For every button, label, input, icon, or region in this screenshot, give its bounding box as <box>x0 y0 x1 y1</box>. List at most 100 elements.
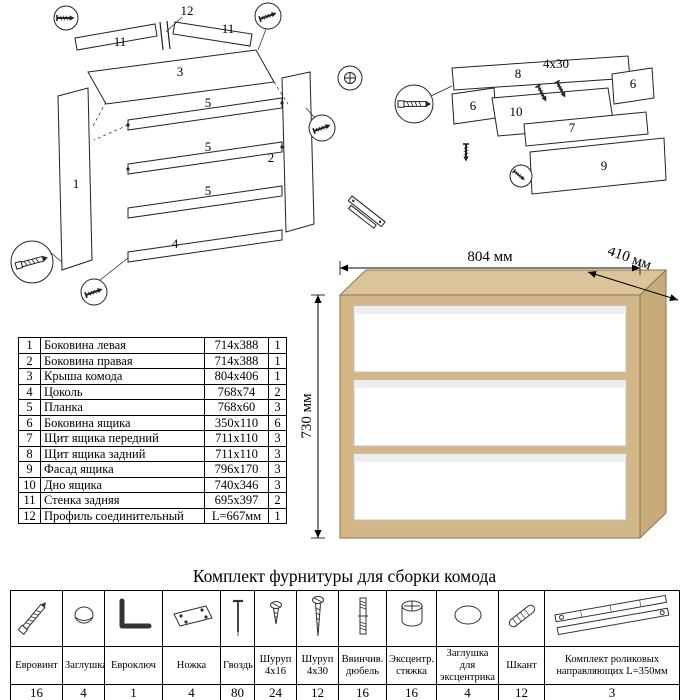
part-label-5b: 5 <box>205 139 212 154</box>
hardware-icon-cell <box>498 590 545 647</box>
part-size: 711x110 <box>204 445 269 462</box>
hardware-qty: 12 <box>296 684 339 700</box>
part-label-12: 12 <box>181 3 194 18</box>
drawer-runner-icon <box>347 195 386 229</box>
part-label-8: 8 <box>515 66 522 81</box>
part-size: 711x110 <box>204 430 269 447</box>
hardware-icon-cell <box>104 590 163 647</box>
rail-1 <box>127 97 283 131</box>
part-name: Боковина правая <box>40 352 205 369</box>
part-number: 5 <box>18 399 41 416</box>
screw-size-label: 4x30 <box>543 56 569 71</box>
back-panel-left <box>74 23 158 51</box>
dresser-rendering: 804 мм 410 мм 730 мм <box>299 248 679 540</box>
part-qty: 3 <box>268 461 287 478</box>
part-number: 7 <box>18 430 41 447</box>
callout-euroscrew-topleft <box>53 5 79 31</box>
callout-screw-bottom <box>80 257 129 306</box>
hardware-name: Евровинт <box>10 645 63 686</box>
callout-nail-drawer <box>509 164 533 188</box>
hardware-kit-title: Комплект фурнитуры для сборки комода <box>192 566 497 586</box>
part-name: Дно ящика <box>40 476 205 493</box>
hardware-icon-cell <box>62 590 105 647</box>
part-name: Фасад ящика <box>40 461 205 478</box>
drawer-side-right <box>611 67 655 105</box>
cam-lock-icon <box>401 600 422 627</box>
part-size: 714x388 <box>204 352 269 369</box>
hardware-qty: 4 <box>162 684 221 700</box>
hardware-qty: 4 <box>436 684 499 700</box>
part-qty: 3 <box>268 430 287 447</box>
part-qty: 1 <box>268 368 287 385</box>
hex-key-icon <box>119 598 151 629</box>
width-dimension-label: 804 мм <box>467 249 513 265</box>
part-size: 768x60 <box>204 399 269 416</box>
hardware-name: Шуруп 4x30 <box>296 645 339 686</box>
drawer-front-3 <box>353 453 627 521</box>
part-number: 8 <box>18 445 41 462</box>
hardware-name: Гвоздь <box>220 645 255 686</box>
part-qty: 2 <box>268 383 287 400</box>
hardware-name: Комплект роликовых направляющих L=350мм <box>544 645 680 686</box>
part-qty: 3 <box>268 399 287 416</box>
part-qty: 2 <box>268 492 287 509</box>
part-size: 740x346 <box>204 476 269 493</box>
part-name: Стенка задняя <box>40 492 205 509</box>
hardware-qty: 1 <box>104 684 163 700</box>
part-name: Щит ящика задний <box>40 445 205 462</box>
part-name: Профиль соединительный <box>40 507 205 524</box>
part-name: Щит ящика передний <box>40 430 205 447</box>
part-name: Крыша комода <box>40 368 205 385</box>
hardware-qty: 12 <box>498 684 545 700</box>
part-label-10: 10 <box>510 104 523 119</box>
joint-dots <box>126 101 284 171</box>
hardware-qty: 3 <box>544 684 680 700</box>
exploded-diagrams: 12 11 11 3 5 5 5 2 1 4 <box>10 2 667 306</box>
part-name: Боковина левая <box>40 337 205 354</box>
part-label-5c: 5 <box>205 183 212 198</box>
part-label-5a: 5 <box>205 95 212 110</box>
dowel-screw-icon <box>357 597 368 635</box>
dresser-side-face <box>639 268 667 540</box>
hardware-icon-cell <box>10 590 63 647</box>
part-qty: 6 <box>268 414 287 431</box>
part-qty: 1 <box>268 352 287 369</box>
plinth-panel <box>127 229 283 263</box>
hardware-icon-cell <box>254 590 297 647</box>
part-qty: 1 <box>268 507 287 524</box>
part-size: 350x110 <box>204 414 269 431</box>
roller-guides-icon <box>554 594 670 636</box>
part-label-9: 9 <box>601 158 608 173</box>
hardware-icon-cell <box>296 590 339 647</box>
part-label-6-left: 6 <box>470 98 477 113</box>
part-qty: 3 <box>268 445 287 462</box>
hardware-table: Евровинт Заглушка Евроключ Ножка Гвоздь … <box>10 590 680 700</box>
part-name: Цоколь <box>40 383 205 400</box>
drawer-exploded-diagram: 8 6 6 10 7 9 4x30 <box>394 55 667 195</box>
hardware-qty: 80 <box>220 684 255 700</box>
part-label-1: 1 <box>73 176 80 191</box>
part-label-7: 7 <box>569 120 576 135</box>
assembly-guide-lines <box>91 81 289 141</box>
drawer-front-2 <box>353 379 627 447</box>
part-size: 695x397 <box>204 492 269 509</box>
dimension-lines <box>311 261 679 539</box>
screw-long-icon <box>311 596 324 637</box>
hardware-name: Эксцентр. стяжка <box>386 645 437 686</box>
hardware-qty: 24 <box>254 684 297 700</box>
drawer-front-1 <box>353 305 627 373</box>
screw-short-icon <box>269 601 282 625</box>
hardware-name: Заглушка <box>62 645 105 686</box>
rail-2 <box>127 141 283 175</box>
part-number: 2 <box>18 352 41 369</box>
